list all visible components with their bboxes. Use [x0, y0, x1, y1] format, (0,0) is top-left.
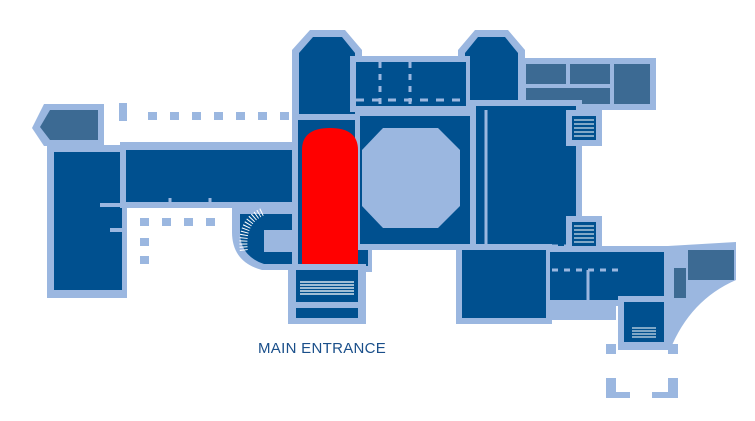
- main-entrance-label: MAIN ENTRANCE: [258, 340, 387, 357]
- west-tower-room: [40, 110, 98, 140]
- porch-outline: [606, 378, 678, 398]
- entrance-vestibule: [288, 264, 366, 324]
- north-range: [292, 30, 525, 120]
- east-pavilion: [668, 242, 736, 350]
- west-block-room: [54, 152, 122, 290]
- colonnade-dots: [119, 103, 289, 264]
- south-east-entrance: [606, 296, 678, 354]
- west-wing: [32, 104, 127, 298]
- octagon-room: [362, 128, 460, 228]
- south-east-rooms: [456, 244, 670, 324]
- east-hall: [470, 100, 582, 256]
- curved-staircase: [232, 208, 300, 270]
- octagon-hall: [355, 110, 475, 250]
- highlighted-hall[interactable]: [302, 128, 358, 264]
- west-corridor: [120, 142, 305, 208]
